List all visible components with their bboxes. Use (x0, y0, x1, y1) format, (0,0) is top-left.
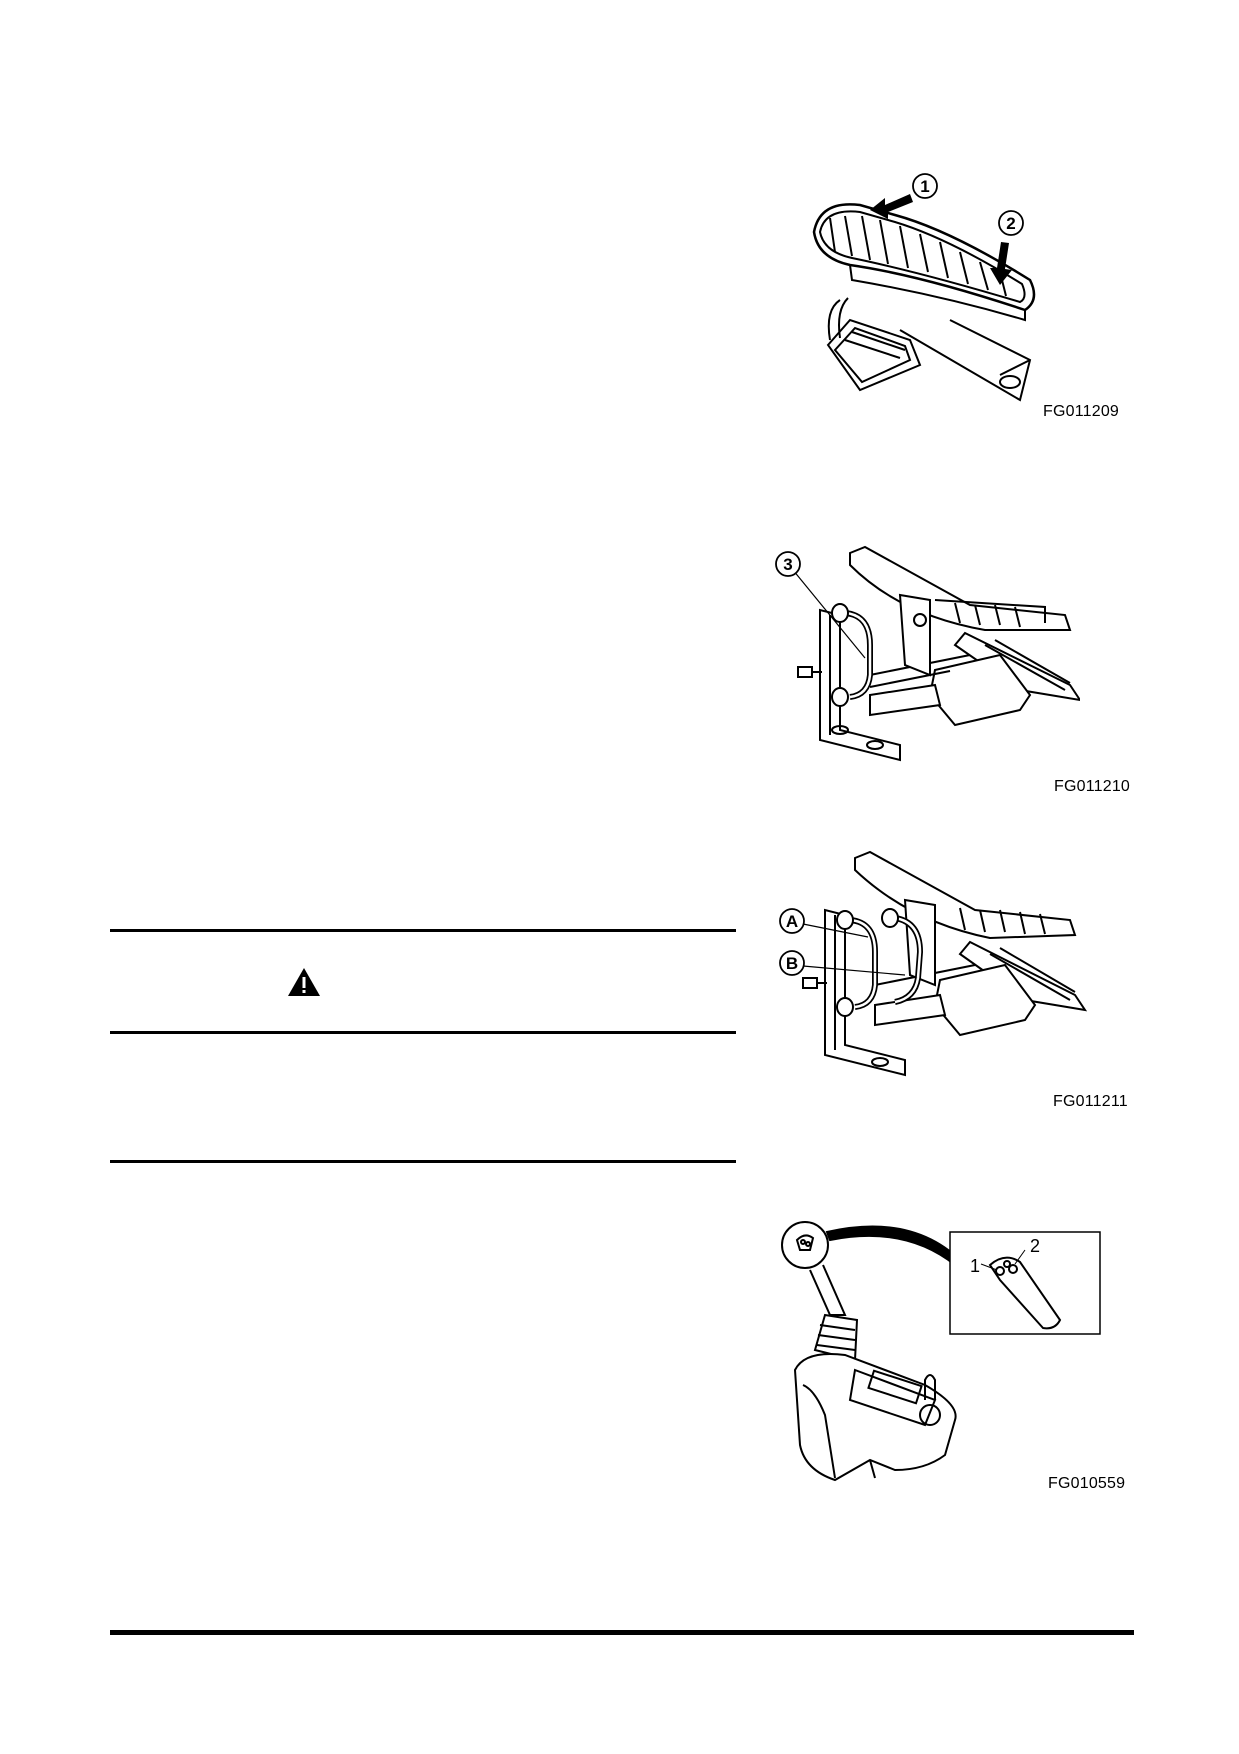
callout-2: 2 (1006, 214, 1015, 233)
section-rule (110, 1160, 736, 1163)
warning-top-rule (110, 929, 736, 932)
callout-a: A (786, 912, 798, 931)
inset-label-2: 2 (1030, 1236, 1040, 1256)
callout-1: 1 (920, 177, 929, 196)
figure-caption: FG010559 (1048, 1475, 1126, 1492)
figure-pedal-top: 1 2 (800, 160, 1060, 410)
warning-bottom-rule (110, 1031, 736, 1034)
figure-caption: FG011211 (1053, 1093, 1128, 1110)
figure-joystick: 1 2 (775, 1220, 1105, 1500)
callout-3: 3 (783, 555, 792, 574)
figure-caption: FG011210 (1054, 778, 1131, 795)
footer-rule (110, 1630, 1134, 1635)
figure-pedal-brackets-ab: A B (770, 850, 1090, 1085)
warning-triangle-icon (286, 966, 322, 998)
figure-pedal-bracket: 3 (770, 545, 1083, 770)
inset-label-1: 1 (970, 1256, 980, 1276)
figure-caption: FG011209 (1043, 403, 1120, 420)
callout-b: B (786, 954, 798, 973)
